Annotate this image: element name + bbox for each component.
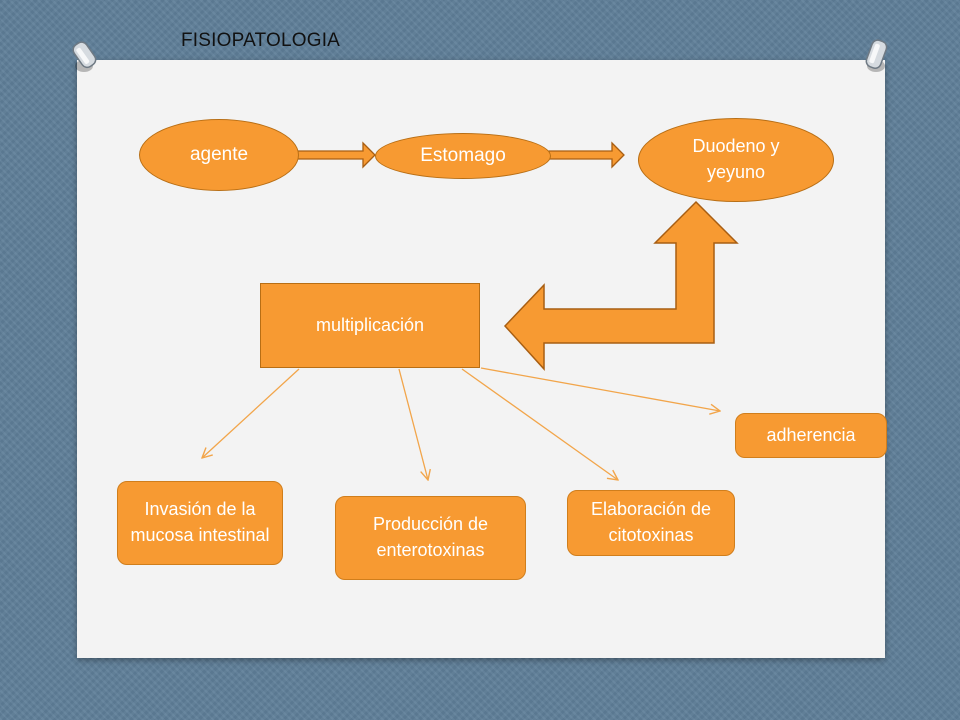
arrow-agente-to-estomago <box>296 141 376 169</box>
node-invasion-mucosa: Invasión de la mucosa intestinal <box>117 481 283 565</box>
node-adherencia: adherencia <box>735 413 887 458</box>
arrow-estomago-to-duodeno <box>548 141 625 169</box>
connector-to-adherencia <box>480 367 720 411</box>
node-produccion-enterotoxinas: Producción de enterotoxinas <box>335 496 526 580</box>
connector-to-elaboracion <box>461 368 618 480</box>
node-estomago: Estomago <box>375 133 551 179</box>
arrow-duodeno-to-multiplicacion <box>503 200 739 371</box>
pushpin-right-icon <box>865 39 888 72</box>
connector-to-produccion <box>398 368 428 480</box>
slide-title: FISIOPATOLOGIA <box>181 30 341 51</box>
node-elaboracion-citotoxinas: Elaboración de citotoxinas <box>567 490 735 556</box>
connector-to-invasion <box>202 368 300 458</box>
node-agente: agente <box>139 119 299 191</box>
node-multiplicacion: multiplicación <box>260 283 480 368</box>
node-duodeno-yeyuno: Duodeno y yeyuno <box>638 118 834 202</box>
pushpin-left-icon <box>72 41 97 72</box>
